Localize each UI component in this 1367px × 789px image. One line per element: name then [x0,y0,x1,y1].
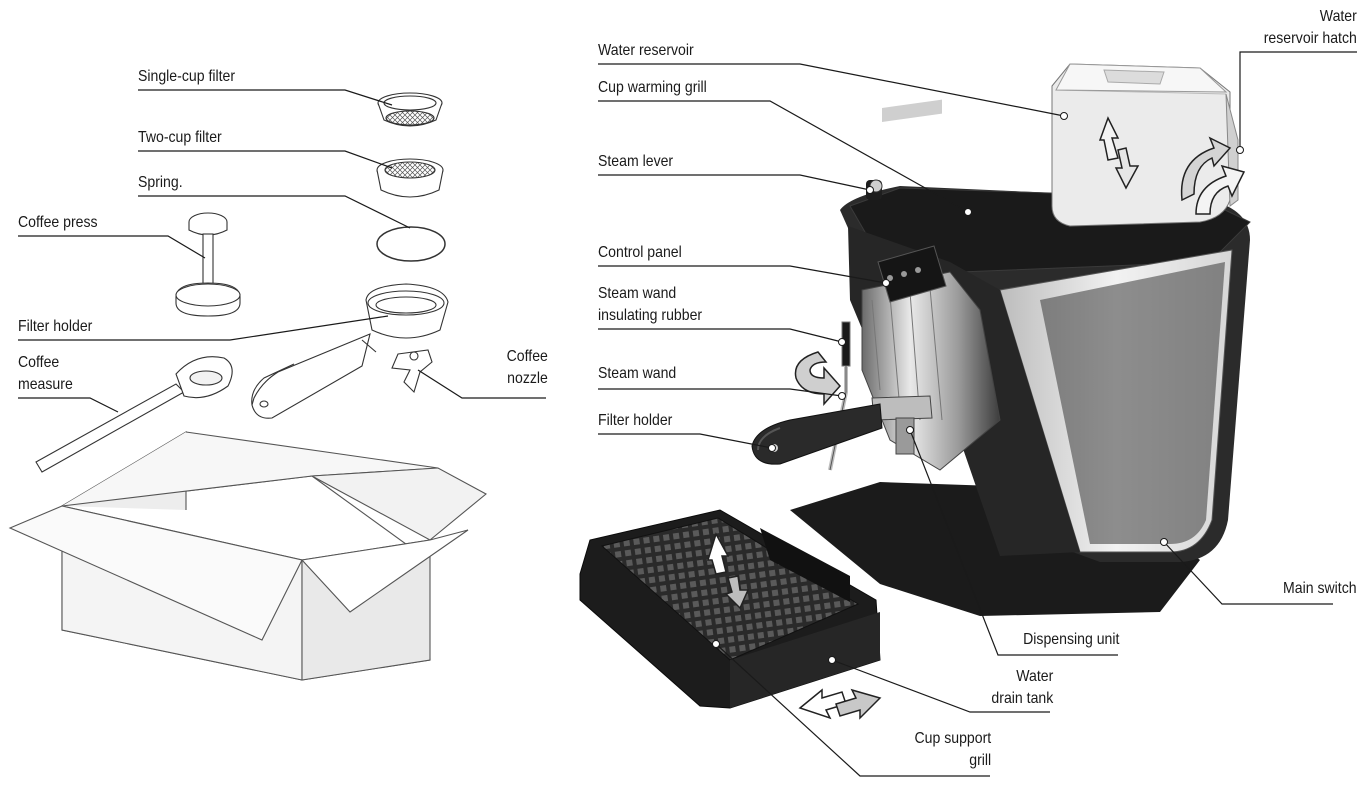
coffee-press-drawing [175,212,241,317]
callout-dots [712,112,1244,664]
label-main-switch: Main switch [1283,580,1357,597]
drip-tray-drawing [579,509,881,709]
label-coffee-measure: Coffee measure [18,352,73,396]
steam-wand-swivel-arrow [794,351,842,406]
spring-drawing [376,226,446,262]
hatch-open-arrow [1180,136,1232,202]
label-water-drain-tank-line2: drain tank [991,690,1053,707]
label-two-cup-filter: Two-cup filter [138,129,222,146]
label-control-panel: Control panel [598,244,682,261]
label-water-reservoir-hatch-line1: Water [1319,8,1357,25]
label-water-reservoir-hatch-line2: reservoir hatch [1263,30,1357,47]
label-cup-support-grill-line1: Cup support [914,730,991,747]
two-cup-filter-drawing [376,158,444,198]
label-single-cup-filter: Single-cup filter [138,68,236,85]
label-filter-holder: Filter holder [598,412,673,429]
label-steam-wand: Steam wand [598,365,677,382]
tank-out-arrow [798,688,847,720]
filter-holder-handle-drawing [751,403,883,465]
label-spring: Spring. [138,174,183,191]
label-steam-lever: Steam lever [598,153,674,170]
label-water-drain-tank-line1: Water [1015,668,1053,685]
grill-down-arrow [724,575,750,610]
hatch-close-arrow [1195,164,1246,215]
coffee-measure-drawing [35,356,233,473]
motion-arrows [706,116,1246,720]
control-panel-drawing [877,245,947,303]
label-coffee-measure-line1: Coffee [18,354,60,371]
label-coffee-nozzle-line1: Coffee [506,348,548,365]
label-dispensing-unit: Dispensing unit [1022,631,1119,648]
label-water-reservoir-hatch: Water reservoir hatch [1264,6,1357,50]
label-steam-wand-insulating-rubber: Steam wand insulating rubber [598,283,702,327]
reservoir-down-arrow [1114,147,1140,190]
callout-lines [18,51,1357,777]
coffee-nozzle-drawing [391,349,433,394]
label-water-drain-tank: Water drain tank [991,666,1053,710]
label-coffee-measure-line2: measure [18,376,73,393]
reservoir-up-arrow [1098,116,1120,161]
label-coffee-nozzle-line2: nozzle [507,370,548,387]
tank-in-arrow [835,688,882,720]
accessories-illustration [8,92,487,681]
label-cup-support-grill: Cup support grill [914,728,991,772]
label-cup-support-grill-line2: grill [969,752,991,769]
filter-holder-drawing [251,283,449,419]
grill-up-arrow [706,532,730,575]
label-filter-holder-accessory: Filter holder [18,318,93,335]
label-coffee-press: Coffee press [18,214,98,231]
label-cup-warming-grill: Cup warming grill [598,79,707,96]
label-steam-wand-insulating-rubber-line1: Steam wand [598,285,677,302]
espresso-machine-illustration [579,63,1251,709]
packaging-box-drawing [8,431,487,681]
label-water-reservoir: Water reservoir [598,42,694,59]
label-steam-wand-insulating-rubber-line2: insulating rubber [598,307,703,324]
label-coffee-nozzle: Coffee nozzle [507,346,548,390]
single-cup-filter-drawing [377,92,443,127]
